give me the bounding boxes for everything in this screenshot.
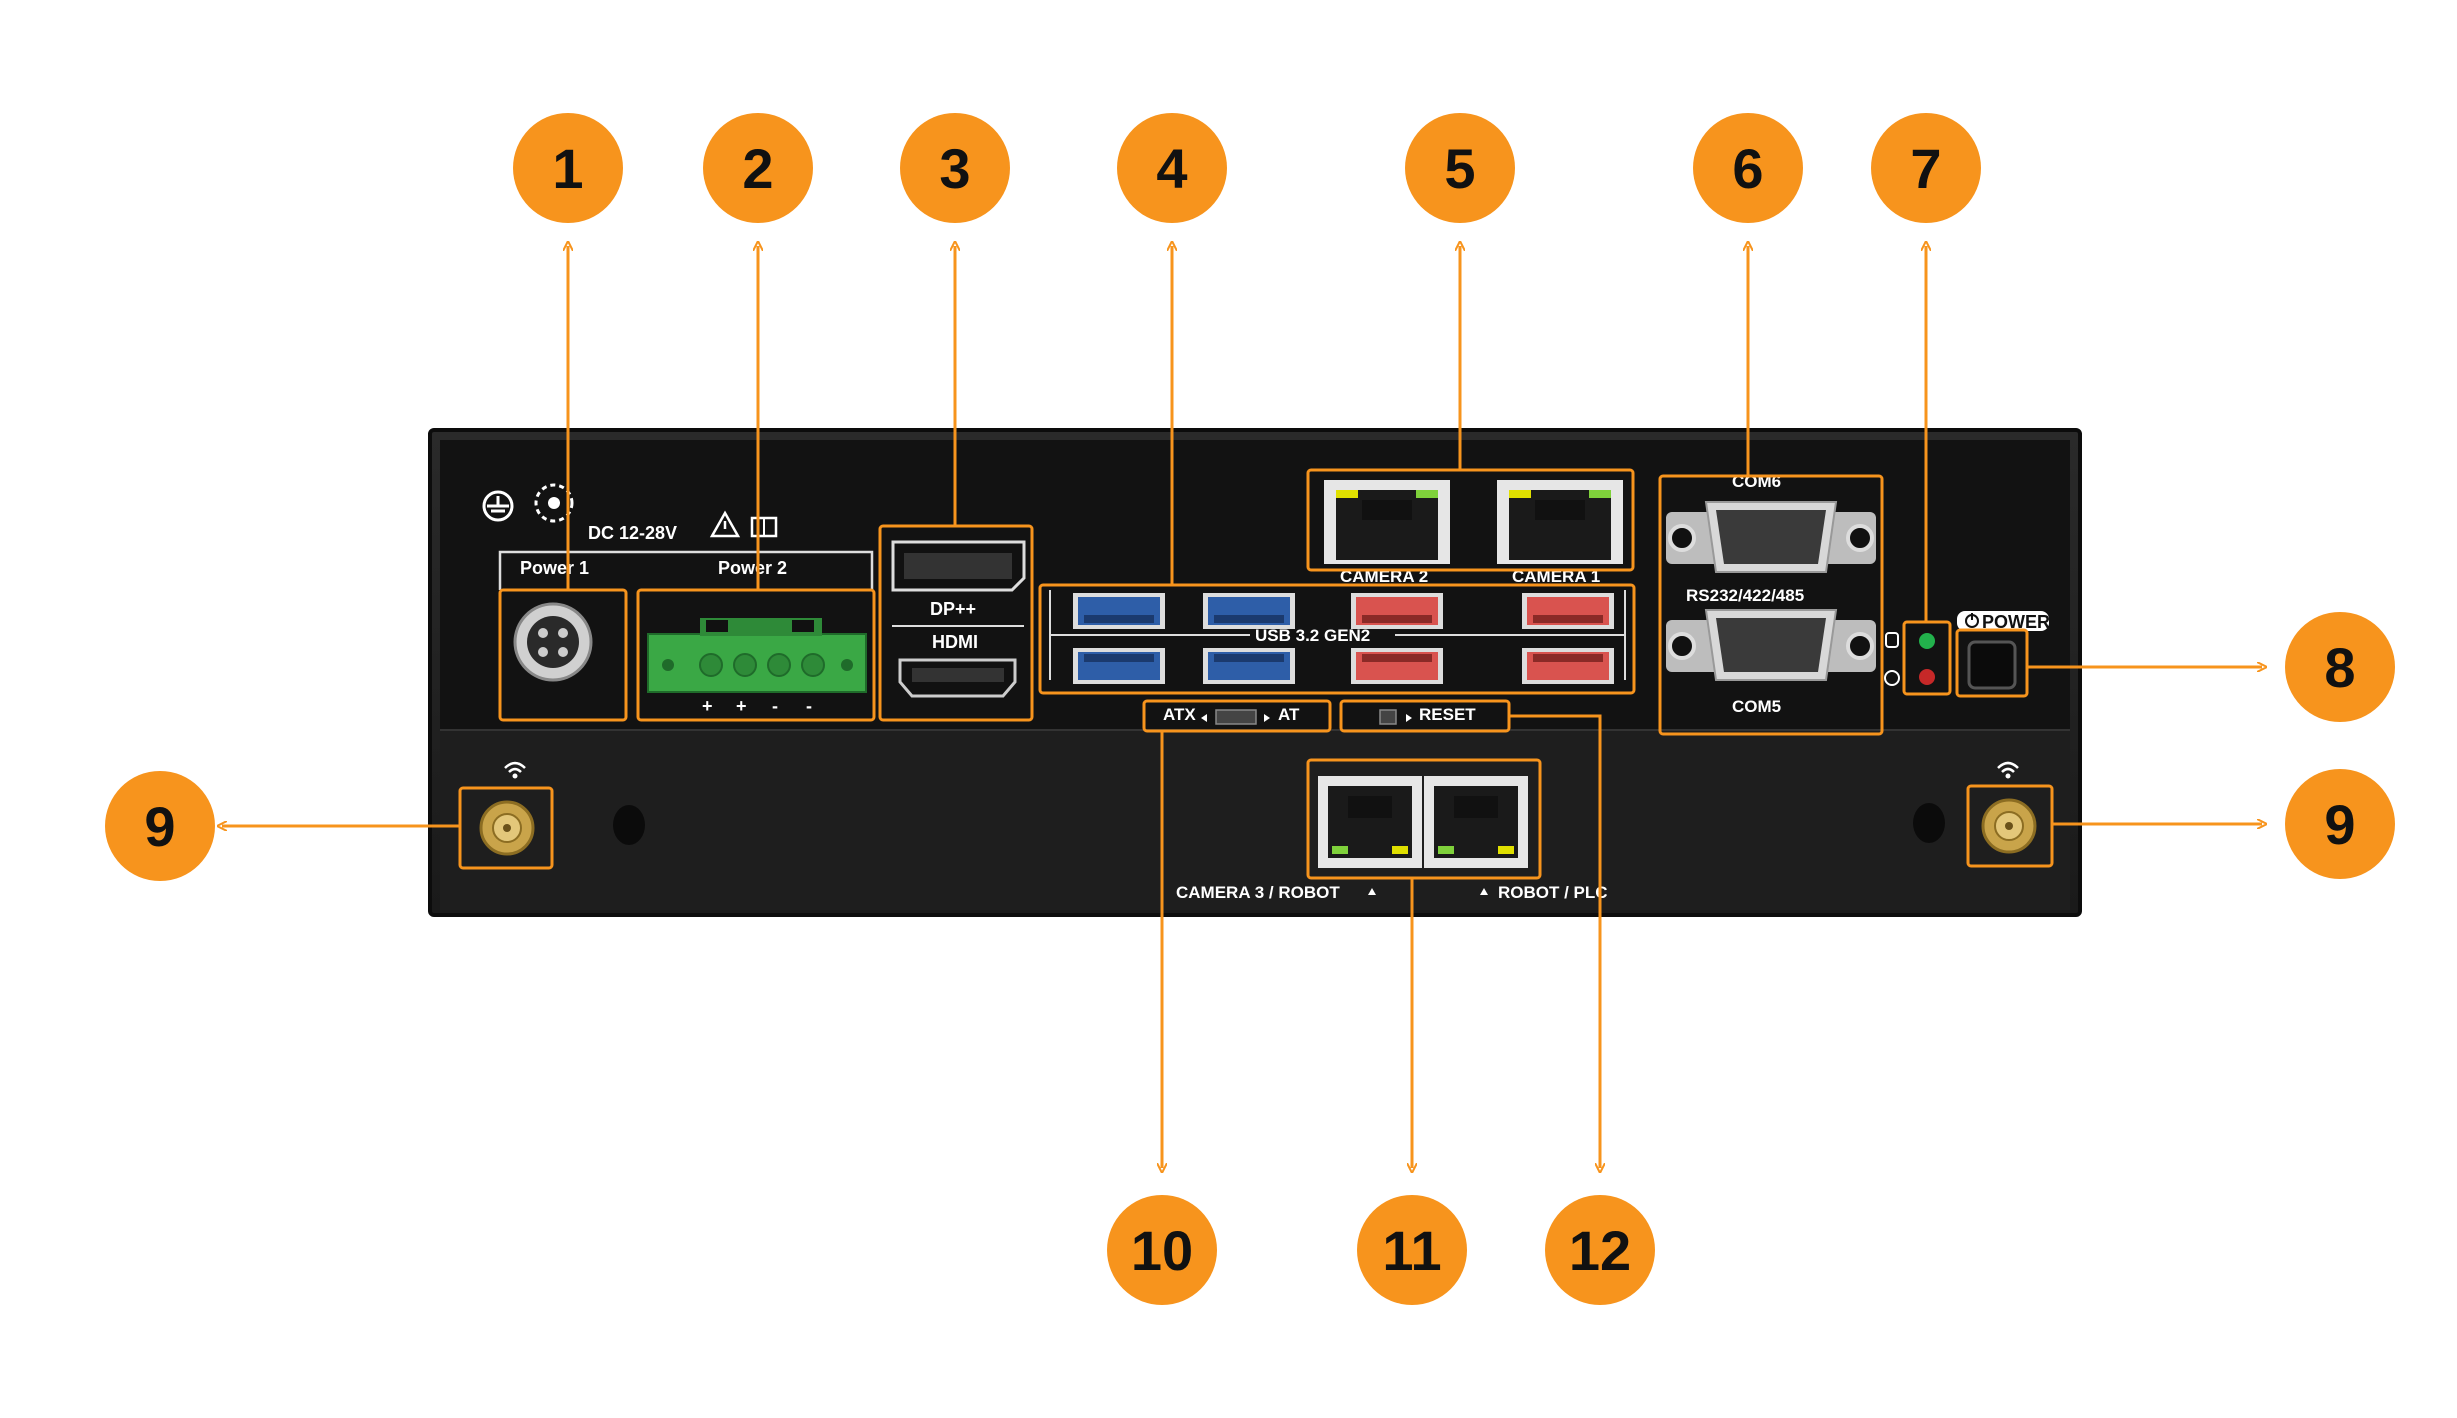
rj45-port-camera2 — [1324, 480, 1450, 564]
usb-port-red — [1522, 648, 1614, 684]
wifi-icon — [504, 761, 526, 779]
usb-port-blue — [1203, 593, 1295, 629]
usb-label: USB 3.2 GEN2 — [1255, 626, 1370, 645]
dp-label: DP++ — [930, 599, 976, 619]
callout-marker: 7 — [1871, 113, 1981, 223]
usb-port-red — [1351, 593, 1443, 629]
storage-led-icon — [1885, 632, 1899, 648]
usb-port-red — [1522, 593, 1614, 629]
callout-marker: 5 — [1405, 113, 1515, 223]
hdmi-connector — [898, 658, 1017, 698]
arrow-up-icon — [1480, 888, 1488, 895]
camera1-label: CAMERA 1 — [1512, 567, 1600, 586]
arrow-left-icon — [1201, 714, 1207, 722]
power-led-icon — [1884, 670, 1900, 686]
power2-terminal-block — [647, 618, 867, 693]
com5-label: COM5 — [1732, 697, 1781, 716]
usb-port-blue — [1203, 648, 1295, 684]
svg-text:4: 4 — [1156, 137, 1187, 200]
atx-label: ATX — [1163, 705, 1196, 724]
ground-icon — [482, 490, 514, 522]
svg-text:10: 10 — [1131, 1219, 1193, 1282]
arrow-right-icon — [1264, 714, 1270, 722]
db9-port-com5 — [1666, 609, 1876, 681]
svg-text:1: 1 — [552, 137, 583, 200]
callout-marker: 10 — [1107, 1195, 1217, 1305]
svg-text:9: 9 — [2324, 793, 2355, 856]
leader-lines — [222, 246, 2262, 1168]
reset-label: RESET — [1419, 705, 1476, 724]
callout-marker: 9 — [105, 771, 215, 881]
callout-marker: 12 — [1545, 1195, 1655, 1305]
arrow-right-icon — [1406, 714, 1412, 722]
terminal-pin-label: + — [736, 696, 747, 716]
callout-marker: 9 — [2285, 769, 2395, 879]
power1-label: Power 1 — [520, 558, 589, 578]
antenna-connector — [479, 800, 535, 856]
rj45-port-robot-plc — [1424, 776, 1528, 868]
manual-icon — [750, 516, 778, 538]
wifi-icon — [1997, 761, 2019, 779]
displayport-connector — [891, 540, 1026, 592]
usb-port-blue — [1073, 648, 1165, 684]
callout-marker: 1 — [513, 113, 623, 223]
warning-icon — [709, 510, 741, 538]
storage-led — [1919, 633, 1935, 649]
antenna-connector — [1981, 798, 2037, 854]
highlight-boxes — [458, 468, 2054, 880]
hdmi-label: HDMI — [932, 632, 978, 652]
screw-hole — [1913, 803, 1945, 843]
screw-hole — [613, 805, 645, 845]
svg-text:6: 6 — [1732, 137, 1763, 200]
svg-text:8: 8 — [2324, 636, 2355, 699]
svg-text:12: 12 — [1569, 1219, 1631, 1282]
power1-din-jack — [513, 602, 593, 682]
db9-port-com6 — [1666, 501, 1876, 573]
svg-text:3: 3 — [939, 137, 970, 200]
power2-label: Power 2 — [718, 558, 787, 578]
power-group-bracket — [498, 550, 874, 590]
callout-marker: 4 — [1117, 113, 1227, 223]
rj45-port-camera1 — [1497, 480, 1623, 564]
terminal-pin-label: + — [702, 696, 713, 716]
callout-marker: 11 — [1357, 1195, 1467, 1305]
robot-plc-label: ROBOT / PLC — [1498, 883, 1608, 902]
callout-marker: 3 — [900, 113, 1010, 223]
atx-at-switch[interactable] — [1215, 709, 1257, 725]
power-symbol-icon — [1965, 613, 1979, 628]
usb-port-red — [1351, 648, 1443, 684]
rs-label: RS232/422/485 — [1686, 586, 1804, 605]
svg-text:11: 11 — [1382, 1219, 1441, 1282]
svg-text:2: 2 — [742, 137, 773, 200]
svg-text:9: 9 — [144, 795, 175, 858]
callout-marker: 6 — [1693, 113, 1803, 223]
power-button[interactable] — [1967, 640, 2017, 690]
power-button-label-plate — [1957, 611, 2049, 631]
terminal-pin-label: - — [772, 696, 778, 716]
dc-input-label: DC 12-28V — [588, 523, 677, 543]
usb-port-group — [1049, 590, 1626, 680]
usb-port-blue — [1073, 593, 1165, 629]
terminal-pin-label: - — [806, 696, 812, 716]
power-led — [1919, 669, 1935, 685]
svg-text:5: 5 — [1444, 137, 1475, 200]
callout-marker: 8 — [2285, 612, 2395, 722]
arrow-up-icon — [1368, 888, 1376, 895]
camera2-label: CAMERA 2 — [1340, 567, 1428, 586]
at-label: AT — [1278, 705, 1300, 724]
fan-icon — [534, 483, 574, 523]
reset-button[interactable] — [1379, 709, 1397, 725]
power-button-label: POWER — [1982, 612, 2050, 632]
svg-text:7: 7 — [1910, 137, 1941, 200]
camera3-robot-label: CAMERA 3 / ROBOT — [1176, 883, 1340, 902]
callout-marker: 2 — [703, 113, 813, 223]
rj45-port-camera3-robot — [1318, 776, 1422, 868]
